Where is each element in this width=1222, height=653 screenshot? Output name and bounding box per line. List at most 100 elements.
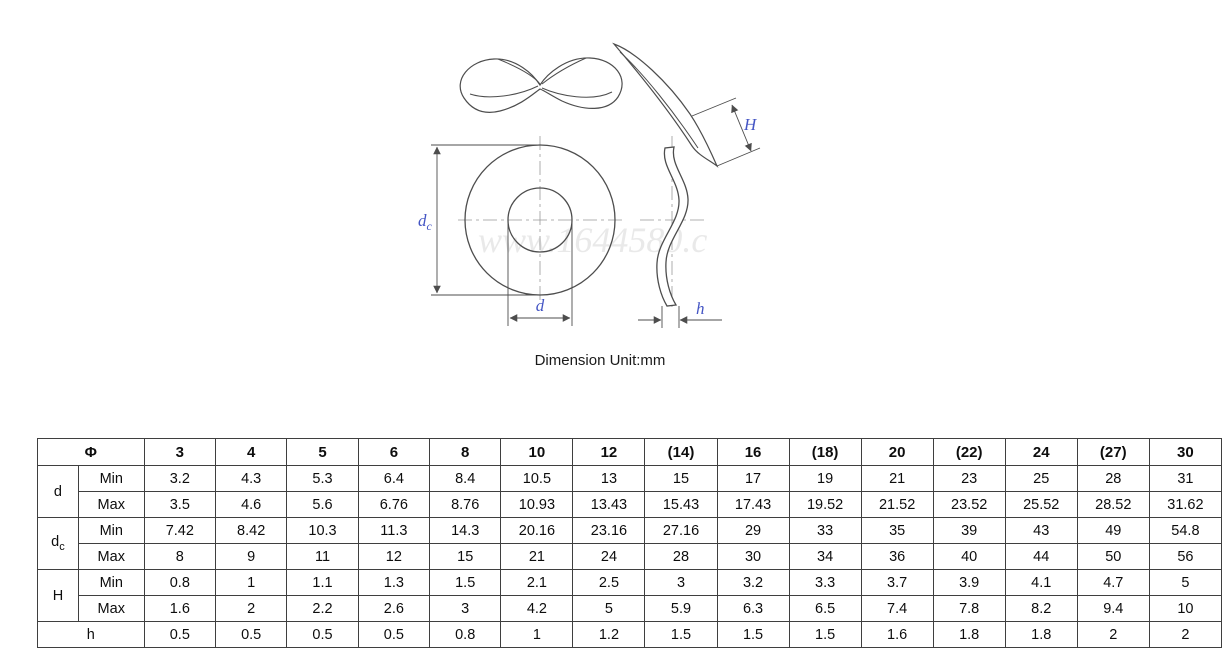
table-cell: 0.5	[214, 621, 288, 648]
table-cell: 1	[214, 569, 288, 596]
table-cell: 4.3	[214, 465, 288, 492]
table-cell: 2.5	[572, 569, 646, 596]
table-cell: 8.2	[1004, 595, 1078, 622]
table-cell: 1.5	[644, 621, 718, 648]
dim-label-d: d	[536, 296, 545, 315]
table-cell: 5.3	[286, 465, 359, 492]
table-cell: 5.9	[644, 595, 718, 622]
table-cell: 2.2	[286, 595, 359, 622]
table-cell: 3.2	[143, 465, 217, 492]
row-group-label: d	[37, 465, 79, 518]
table-cell: 0.5	[357, 621, 431, 648]
table-cell: 1.5	[716, 621, 790, 648]
table-cell: 31	[1148, 465, 1222, 492]
table-cell: 12	[357, 543, 431, 570]
table-cell: 21.52	[860, 491, 934, 518]
table-cell: 2	[1148, 621, 1222, 648]
table-cell: 3.2	[716, 569, 790, 596]
table-cell: 19	[788, 465, 862, 492]
table-cell: 17.43	[716, 491, 790, 518]
size-header: 30	[1148, 438, 1222, 466]
size-header: (14)	[644, 438, 718, 466]
table-cell: 30	[716, 543, 790, 570]
table-cell: 4.6	[214, 491, 288, 518]
table-cell: 1.6	[143, 595, 217, 622]
table-cell: 13.43	[572, 491, 646, 518]
table-cell: 1.8	[932, 621, 1006, 648]
side-view	[640, 136, 706, 310]
dimension-unit-caption: Dimension Unit:mm	[534, 352, 666, 369]
min-label: Min	[77, 569, 145, 596]
row-group-label: H	[37, 569, 79, 622]
inner-circle	[507, 187, 573, 253]
size-header: 6	[357, 438, 431, 466]
size-header: (22)	[932, 438, 1006, 466]
table-cell: 2	[214, 595, 288, 622]
dim-label-H: H	[743, 115, 758, 134]
table-cell: 3.5	[143, 491, 217, 518]
table-cell: 5	[572, 595, 646, 622]
table-cell: 44	[1004, 543, 1078, 570]
table-cell: 1.1	[286, 569, 359, 596]
size-header: (18)	[788, 438, 862, 466]
table-cell: 24	[572, 543, 646, 570]
washer-drawing-svg: www.1644580.c H	[418, 42, 761, 328]
table-cell: 5.6	[286, 491, 359, 518]
table-cell: 2.6	[357, 595, 431, 622]
table-cell: 19.52	[788, 491, 862, 518]
table-cell: 3	[644, 569, 718, 596]
min-label: Min	[77, 465, 145, 492]
table-cell: 3.3	[788, 569, 862, 596]
size-header: 12	[572, 438, 646, 466]
wavy-profile	[656, 146, 689, 307]
table-cell: 4.1	[1004, 569, 1078, 596]
table-cell: 9	[214, 543, 288, 570]
table-cell: 15.43	[644, 491, 718, 518]
table-cell: 15	[429, 543, 502, 570]
table-cell: 23	[932, 465, 1006, 492]
size-header: 4	[214, 438, 288, 466]
table-cell: 6.76	[357, 491, 431, 518]
table-cell: 40	[932, 543, 1006, 570]
table-cell: 4.7	[1076, 569, 1150, 596]
technical-drawing: www.1644580.c H	[400, 8, 800, 348]
table-cell: 56	[1148, 543, 1222, 570]
table-cell: 1.6	[860, 621, 934, 648]
table-cell: 8.76	[429, 491, 502, 518]
dim-label-dc: dc	[418, 211, 433, 233]
table-cell: 10.5	[500, 465, 574, 492]
dim-label-h: h	[696, 299, 705, 318]
size-header: 5	[286, 438, 359, 466]
dimension-dc	[431, 144, 541, 296]
table-cell: 11.3	[357, 517, 431, 544]
phi-header: Φ	[37, 438, 145, 466]
perspective-view-segment	[612, 42, 761, 168]
table-cell: 39	[932, 517, 1006, 544]
max-label: Max	[77, 543, 145, 570]
table-cell: 17	[716, 465, 790, 492]
table-cell: 31.62	[1148, 491, 1222, 518]
table-cell: 7.4	[860, 595, 934, 622]
table-cell: 6.3	[716, 595, 790, 622]
table-cell: 3.7	[860, 569, 934, 596]
table-cell: 1.8	[1004, 621, 1078, 648]
table-cell: 4.2	[500, 595, 574, 622]
size-header: 10	[500, 438, 574, 466]
table-cell: 34	[788, 543, 862, 570]
table-cell: 8.4	[429, 465, 502, 492]
table-cell: 6.5	[788, 595, 862, 622]
table-cell: 10.93	[500, 491, 574, 518]
size-header: 8	[429, 438, 502, 466]
table-cell: 33	[788, 517, 862, 544]
size-header: 24	[1004, 438, 1078, 466]
table-cell: 8	[143, 543, 217, 570]
table-cell: 21	[860, 465, 934, 492]
table-cell: 21	[500, 543, 574, 570]
table-cell: 7.42	[143, 517, 217, 544]
dimension-d	[507, 222, 573, 326]
table-cell: 35	[860, 517, 934, 544]
table-cell: 23.52	[932, 491, 1006, 518]
table-cell: 0.8	[429, 621, 502, 648]
max-label: Max	[77, 595, 145, 622]
table-cell: 8.42	[214, 517, 288, 544]
